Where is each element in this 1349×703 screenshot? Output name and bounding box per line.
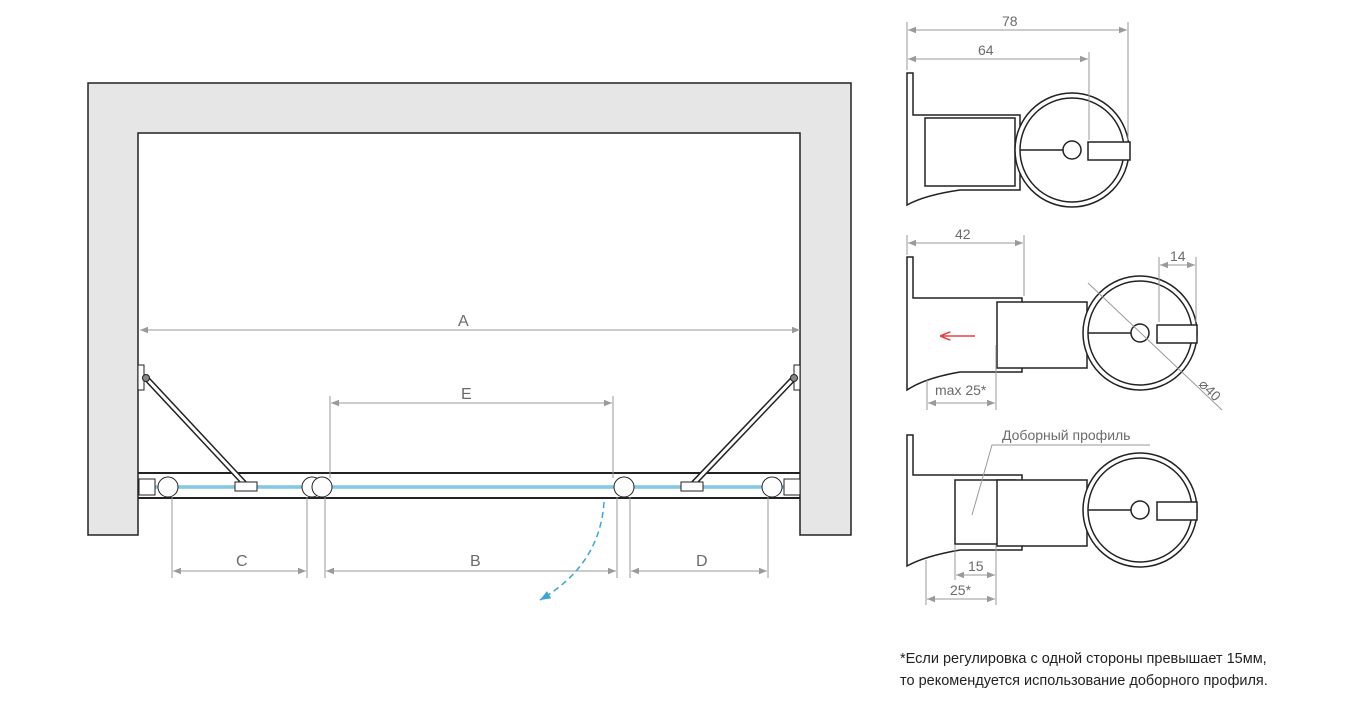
footnote: *Если регулировка с одной стороны превыш… (900, 648, 1268, 692)
profile-middle: 42 14 max 25* ⌀40 (906, 226, 1224, 411)
right-support-arm (680, 364, 801, 492)
footnote-line-2: то рекомендуется использование доборного… (900, 673, 1268, 689)
dim-diameter-40: ⌀40 (1196, 376, 1224, 404)
roller (613, 476, 635, 498)
dim-78: 78 (1002, 13, 1018, 29)
dim-15: 15 (968, 558, 984, 574)
dim-14: 14 (1170, 248, 1186, 264)
dim-b-label: B (470, 553, 481, 570)
dim-d-label: D (696, 553, 708, 570)
dim-a-label: A (458, 313, 469, 330)
roller (311, 476, 333, 498)
dim-64: 64 (978, 42, 994, 58)
left-support-arm (137, 364, 258, 492)
plan-view: A E C B D (87, 82, 852, 601)
footnote-line-1: *Если регулировка с одной стороны превыш… (900, 651, 1267, 667)
dim-max-25: max 25* (935, 382, 987, 398)
profile-top: 78 64 (906, 13, 1131, 208)
dim-25: 25* (950, 582, 972, 598)
door-swing-arrow (539, 501, 605, 601)
profile-bottom: Доборный профиль 15 25* (906, 427, 1198, 605)
roller (761, 476, 783, 498)
callout-extension-profile: Доборный профиль (1002, 427, 1130, 443)
dim-c-label: C (236, 553, 248, 570)
roller (157, 476, 179, 498)
dim-e-label: E (461, 386, 472, 403)
walls (87, 82, 852, 536)
dim-42: 42 (955, 226, 971, 242)
